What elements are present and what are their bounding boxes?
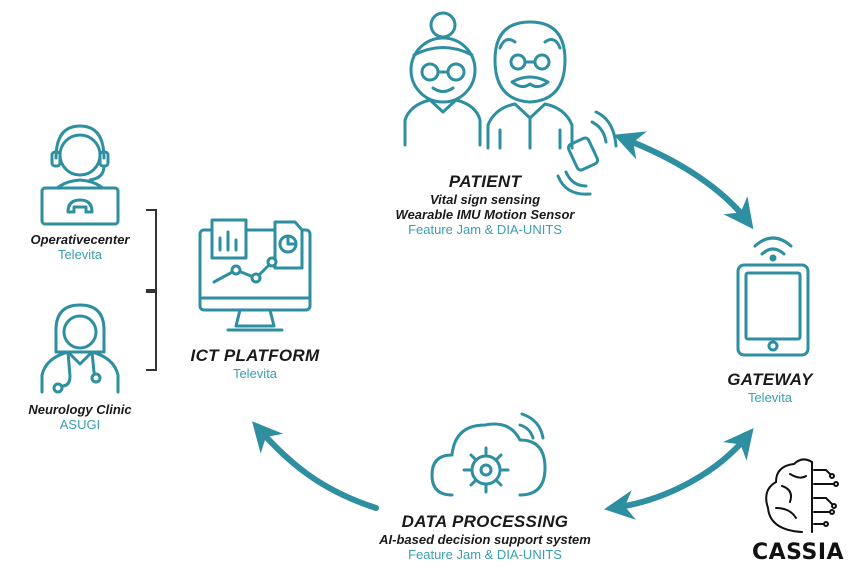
neurology-clinic-title: Neurology Clinic (28, 402, 132, 417)
cloud-gear-icon (430, 412, 547, 497)
gateway-dataprocessing-arrow (604, 427, 754, 520)
wearable-sensor-icon (556, 110, 618, 196)
patient-gateway-arrow (613, 131, 754, 230)
monitor-dashboard-icon (198, 218, 312, 332)
elderly-couple-icon (403, 11, 574, 150)
ict-platform-label: ICT PLATFORM Televita (170, 346, 340, 381)
doctor-icon (40, 303, 120, 394)
operator-headset-icon (40, 124, 120, 226)
patient-title: PATIENT (448, 172, 522, 191)
ict-platform-org: Televita (232, 366, 278, 381)
patient-line1: Vital sign sensing (429, 192, 541, 207)
neurology-clinic-label: Neurology Clinic ASUGI (5, 402, 155, 432)
data-processing-title: DATA PROCESSING (401, 512, 569, 531)
data-processing-org: Feature Jam & DIA-UNITS (408, 547, 562, 562)
gateway-org: Televita (747, 390, 793, 405)
neurology-clinic-org: ASUGI (59, 417, 101, 432)
patient-label: PATIENT Vital sign sensing Wearable IMU … (385, 172, 585, 237)
operative-center-org: Televita (57, 247, 103, 262)
gateway-label: GATEWAY Televita (710, 370, 830, 405)
gateway-title: GATEWAY (727, 370, 813, 389)
dataprocessing-ict-arrow (252, 421, 379, 511)
cassia-brain-logo-icon (765, 458, 839, 533)
data-processing-line1: AI-based decision support system (379, 532, 591, 547)
patient-org: Feature Jam & DIA-UNITS (408, 222, 562, 237)
tablet-icon (736, 236, 810, 357)
ict-platform-title: ICT PLATFORM (190, 346, 320, 365)
patient-line2: Wearable IMU Motion Sensor (395, 207, 575, 222)
bracket-icon (146, 209, 157, 371)
operative-center-label: Operativecenter Televita (5, 232, 155, 262)
operative-center-title: Operativecenter (30, 232, 130, 247)
cassia-brand-text: CASSIA (752, 540, 845, 565)
data-processing-label: DATA PROCESSING AI-based decision suppor… (360, 512, 610, 562)
